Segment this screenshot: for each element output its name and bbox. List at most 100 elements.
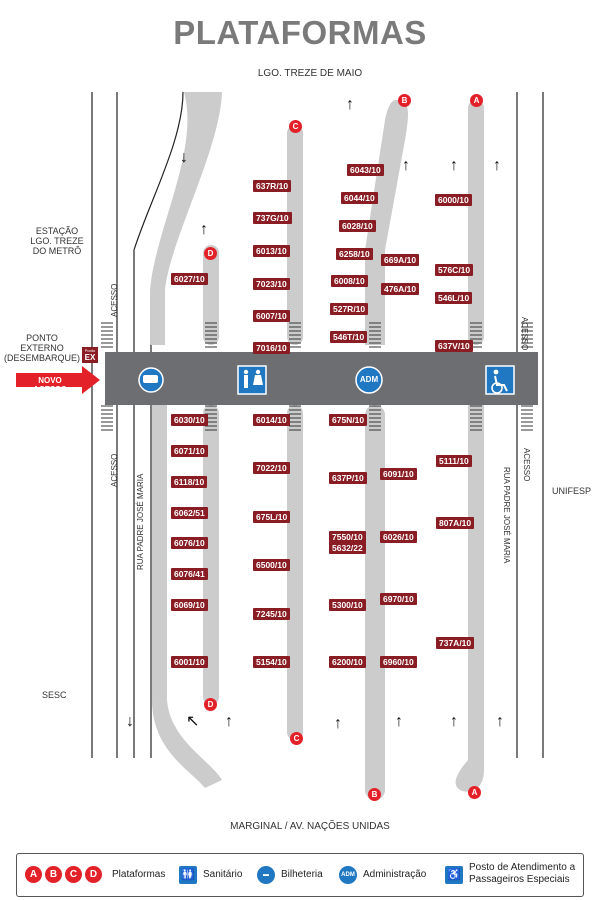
legend-bus-ticket-icon: ▬ [257, 866, 275, 884]
legend-especiais: Posto de Atendimento a Passageiros Espec… [469, 862, 575, 886]
route-label: 6001/10 [171, 656, 208, 668]
page-title: PLATAFORMAS [173, 14, 427, 51]
legend-adm-icon: ADM [339, 866, 357, 884]
acesso-label-left-bottom: ACESSO [110, 453, 119, 487]
platform-b-bottom [365, 405, 385, 800]
main-corridor [105, 352, 538, 405]
route-label: 6069/10 [171, 599, 208, 611]
route-label: 6091/10 [380, 468, 417, 480]
route-label: 6014/10 [253, 414, 290, 426]
platform-d-bottom-curve [152, 405, 222, 788]
bus-ticket-icon [138, 367, 164, 393]
route-label: 737G/10 [253, 212, 292, 224]
route-label: 6970/10 [380, 593, 417, 605]
platform-b-top [365, 100, 409, 345]
rua-padre-label-left: RUA PADRE JOSÉ MARIA [136, 473, 145, 570]
platform-d-stub [203, 245, 219, 345]
arrow-up-left-icon: ↖ [186, 713, 200, 730]
route-label: 6071/10 [171, 445, 208, 457]
route-label: 5632/22 [329, 542, 366, 554]
route-label: 7022/10 [253, 462, 290, 474]
route-label: 6044/10 [341, 192, 378, 204]
route-label: 6960/10 [380, 656, 417, 668]
legend-administracao: Administração [363, 869, 427, 880]
route-label: 6043/10 [347, 164, 384, 176]
platform-badge-b-bottom: B [368, 788, 381, 801]
arrow-up-icon: ↑ [450, 713, 458, 730]
route-label: 5300/10 [329, 599, 366, 611]
rua-padre-label-right: RUA PADRE JOSÉ MARIA [502, 467, 511, 564]
platform-d-top-shape [150, 92, 222, 345]
estacao-line: LGO. TREZE [30, 236, 84, 246]
route-label: 6062/51 [171, 507, 208, 519]
legend-especiais-line: Posto de Atendimento a [469, 862, 576, 873]
ponto-ex-big: EX [84, 353, 96, 362]
route-label: 7023/10 [253, 278, 290, 290]
crosswalk-icon [101, 322, 533, 431]
legend-restroom-icon: 🚻 [179, 866, 197, 884]
ponto-line: (DESEMBARQUE) [3, 353, 80, 363]
arrow-up-icon: ↑ [496, 713, 504, 730]
route-label: 7245/10 [253, 608, 290, 620]
route-label: 546T/10 [330, 331, 368, 343]
route-label: 6028/10 [339, 220, 376, 232]
adm-icon-circle [355, 366, 383, 394]
route-label: 637V/10 [435, 340, 473, 352]
adm-label: ADM [359, 375, 379, 384]
legend-badge-c: C [65, 866, 82, 883]
top-street-label: LGO. TREZE DE MAIO [257, 68, 363, 79]
route-label: 576C/10 [435, 264, 474, 276]
wheelchair-icon [485, 365, 515, 395]
route-label: 5154/10 [253, 656, 290, 668]
route-label: 637R/10 [253, 180, 292, 192]
legend-badge-b: B [45, 866, 62, 883]
arrow-up-icon: ↑ [450, 157, 458, 174]
legend-especiais-line: Passageiros Especiais [469, 874, 570, 885]
route-label: 6026/10 [380, 531, 417, 543]
platform-a-bottom [455, 405, 484, 792]
route-label: 637P/10 [329, 472, 367, 484]
route-label: 6500/10 [253, 559, 290, 571]
route-label: 6030/10 [171, 414, 208, 426]
acesso-label-right-top: ACESSO [520, 317, 529, 351]
arrow-up-icon: ↑ [395, 713, 403, 730]
platform-badge-d-bottom: D [204, 698, 217, 711]
ponto-externo-label: PONTO EXTERNO (DESEMBARQUE) [2, 333, 82, 363]
legend-badge-a: A [25, 866, 42, 883]
estacao-line: DO METRÔ [32, 246, 82, 256]
route-label: 669A/10 [381, 254, 420, 266]
platform-a-top [468, 100, 484, 345]
platform-badge-a-top: A [470, 94, 483, 107]
curved-lane-outer [133, 91, 184, 758]
legend-plataformas: Plataformas [112, 869, 166, 880]
legend-bilheteria: Bilheteria [281, 869, 323, 880]
platform-badge-c-top: C [289, 120, 302, 133]
route-label: 6027/10 [171, 273, 208, 285]
legend-badge-d: D [85, 866, 102, 883]
route-label: 6008/10 [331, 275, 368, 287]
arrow-up-icon: ↑ [346, 96, 354, 113]
sesc-label: SESC [42, 690, 67, 700]
ponto-line: PONTO [26, 333, 58, 343]
novo-line: ACESSO [33, 385, 67, 394]
route-label: 546L/10 [435, 292, 473, 304]
estacao-line: ESTAÇÃO [35, 226, 79, 236]
platform-badge-d-top: D [204, 247, 217, 260]
route-label: 5111/10 [436, 455, 472, 467]
route-label: 807A/10 [436, 517, 475, 529]
route-label: 527R/10 [330, 303, 369, 315]
route-label: 675L/10 [253, 511, 291, 523]
route-label: 6013/10 [253, 245, 290, 257]
platform-badge-c-bottom: C [290, 732, 303, 745]
route-label: 6076/41 [171, 568, 208, 580]
legend: A B C D Plataformas 🚻 Sanitário ▬ Bilhet… [16, 853, 584, 897]
route-label: 737A/10 [436, 637, 475, 649]
ponto-ex-small: Ponto [84, 348, 96, 353]
route-label: 6258/10 [336, 248, 373, 260]
arrow-up-icon: ↑ [200, 221, 208, 238]
ponto-line: EXTERNO [20, 343, 64, 353]
estacao-label: ESTAÇÃO LGO. TREZE DO METRÔ [22, 226, 92, 256]
novo-line: NOVO [38, 376, 62, 385]
acesso-label-left-top: ACESSO [110, 283, 119, 317]
legend-sanitario: Sanitário [203, 869, 243, 880]
